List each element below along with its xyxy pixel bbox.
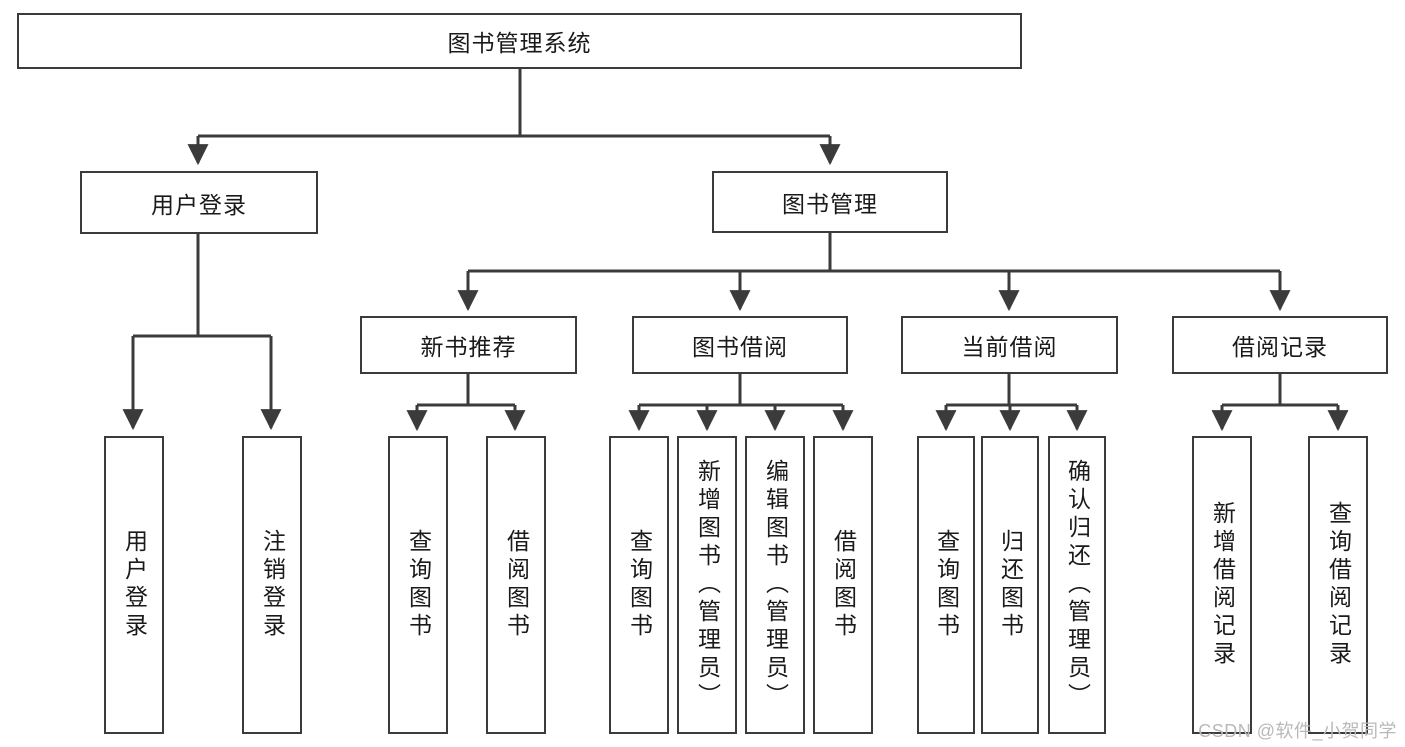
node-user-login-label: 用户登录 [151, 191, 247, 218]
node-leaf-borrowrecord-query-record-label: 查询借阅记录 [1325, 501, 1352, 669]
node-new-book-recommend-label: 新书推荐 [420, 334, 517, 360]
node-leaf-bookborrow-add-book[interactable]: 新增图书（管理员） [677, 436, 737, 734]
node-leaf-bookborrow-borrow-book[interactable]: 借阅图书 [813, 436, 873, 734]
node-borrow-record[interactable]: 借阅记录 [1172, 316, 1388, 374]
node-leaf-bookborrow-add-book-label: 新增图书（管理员） [694, 459, 721, 711]
node-new-book-recommend[interactable]: 新书推荐 [360, 316, 577, 374]
node-leaf-bookborrow-edit-book-label: 编辑图书（管理员） [762, 459, 789, 711]
node-current-borrow-label: 当前借阅 [961, 334, 1058, 360]
node-leaf-borrowrecord-add-record[interactable]: 新增借阅记录 [1192, 436, 1252, 734]
node-leaf-bookborrow-query-book-label: 查询图书 [626, 529, 653, 641]
node-leaf-bookborrow-borrow-book-label: 借阅图书 [830, 529, 857, 641]
node-leaf-currentborrow-return-book-label: 归还图书 [997, 529, 1024, 641]
node-leaf-currentborrow-confirm-return-label: 确认归还（管理员） [1064, 459, 1091, 711]
node-current-borrow[interactable]: 当前借阅 [901, 316, 1118, 374]
node-leaf-currentborrow-confirm-return[interactable]: 确认归还（管理员） [1048, 436, 1106, 734]
node-leaf-borrowrecord-query-record[interactable]: 查询借阅记录 [1308, 436, 1368, 734]
node-leaf-newbook-borrow-book-label: 借阅图书 [503, 529, 530, 641]
node-leaf-currentborrow-return-book[interactable]: 归还图书 [981, 436, 1039, 734]
node-leaf-newbook-borrow-book[interactable]: 借阅图书 [486, 436, 546, 734]
node-leaf-currentborrow-query-book[interactable]: 查询图书 [917, 436, 975, 734]
node-leaf-newbook-query-book[interactable]: 查询图书 [388, 436, 448, 734]
node-leaf-newbook-query-book-label: 查询图书 [405, 529, 432, 641]
node-leaf-borrowrecord-add-record-label: 新增借阅记录 [1209, 501, 1236, 669]
node-leaf-bookborrow-query-book[interactable]: 查询图书 [609, 436, 669, 734]
node-borrow-record-label: 借阅记录 [1232, 334, 1328, 360]
node-user-login[interactable]: 用户登录 [80, 171, 318, 234]
node-leaf-user-logout[interactable]: 注销登录 [242, 436, 302, 734]
node-root-label: 图书管理系统 [447, 30, 592, 56]
node-book-borrow-label: 图书借阅 [692, 334, 788, 360]
node-leaf-user-login[interactable]: 用户登录 [104, 436, 164, 734]
node-root[interactable]: 图书管理系统 [17, 13, 1022, 69]
node-book-manage-label: 图书管理 [782, 191, 878, 217]
node-leaf-user-login-label: 用户登录 [121, 529, 148, 641]
node-book-borrow[interactable]: 图书借阅 [632, 316, 848, 374]
node-leaf-user-logout-label: 注销登录 [259, 529, 286, 641]
watermark-text: CSDN @软件_小贺同学 [1198, 721, 1397, 741]
node-book-manage[interactable]: 图书管理 [712, 171, 948, 233]
node-leaf-bookborrow-edit-book[interactable]: 编辑图书（管理员） [745, 436, 805, 734]
node-leaf-currentborrow-query-book-label: 查询图书 [933, 529, 960, 641]
